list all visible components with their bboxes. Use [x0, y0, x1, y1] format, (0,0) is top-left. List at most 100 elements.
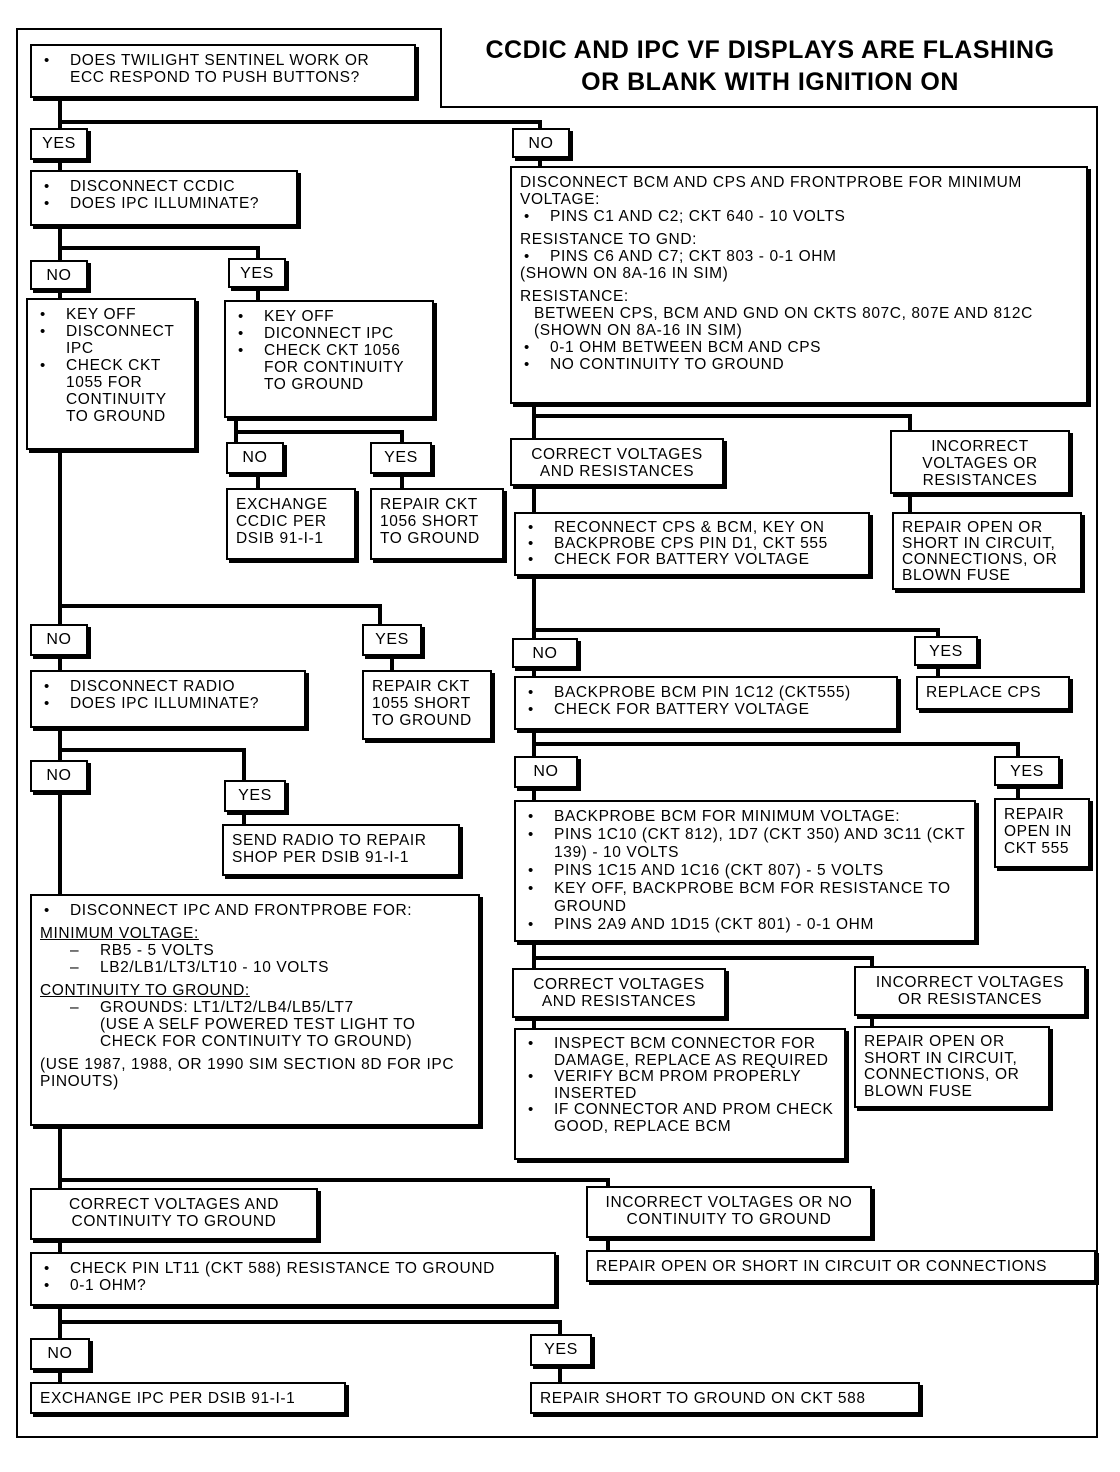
connector: [58, 98, 542, 130]
inspect-bcm-step: INSPECT BCM CONNECTOR FOR DAMAGE, REPLAC…: [514, 1028, 846, 1160]
step-item: BACKPROBE CPS PIN D1, CKT 555: [524, 536, 860, 553]
connector: [532, 942, 874, 966]
step-line: RESISTANCE TO GND:: [520, 231, 698, 248]
step-item: DISCONNECT IPC AND FRONTPROBE FOR:: [40, 902, 470, 919]
step-item: DISCONNECT RADIO: [40, 678, 296, 695]
repair-fuse-result: REPAIR OPEN OR SHORT IN CIRCUIT, CONNECT…: [892, 512, 1082, 590]
connector: [234, 418, 404, 442]
no-label: NO: [30, 260, 88, 290]
step-item: CHECK PIN LT11 (CKT 588) RESISTANCE TO G…: [40, 1260, 546, 1277]
step-item: NO CONTINUITY TO GROUND: [520, 356, 1078, 373]
yes-label: YES: [30, 128, 88, 160]
replace-cps-result: REPLACE CPS: [916, 676, 1070, 710]
no-label: NO: [512, 638, 578, 668]
yes-label: YES: [224, 780, 286, 812]
backprobe-1c12-step: BACKPROBE BCM PIN 1C12 (CKT555) CHECK FO…: [514, 676, 898, 730]
step-item: INSPECT BCM CONNECTOR FOR DAMAGE, REPLAC…: [524, 1035, 836, 1069]
step-item: DOES IPC ILLUMINATE?: [40, 695, 296, 712]
incorrect-continuity-label: INCORRECT VOLTAGES OR NO CONTINUITY TO G…: [586, 1186, 872, 1238]
step-item: CHECK FOR BATTERY VOLTAGE: [524, 701, 888, 718]
step-line: BETWEEN CPS, BCM AND GND ON CKTS 807C, 8…: [534, 305, 1033, 339]
step-item: PINS 1C15 AND 1C16 (CKT 807) - 5 VOLTS: [524, 862, 966, 880]
step-item: PINS 1C10 (CKT 812), 1D7 (CKT 350) AND 3…: [524, 826, 966, 862]
reconnect-step: RECONNECT CPS & BCM, KEY ON BACKPROBE CP…: [514, 512, 870, 576]
page-title: CCDIC AND IPC VF DISPLAYS ARE FLASHING O…: [440, 28, 1098, 108]
step-line: DISCONNECT BCM AND CPS AND FRONTPROBE FO…: [520, 174, 1022, 208]
no-label: NO: [514, 756, 578, 788]
connector: [58, 1126, 610, 1186]
correct-voltages-label: CORRECT VOLTAGES AND RESISTANCES: [510, 438, 724, 486]
no-label: NO: [226, 442, 284, 474]
correct-continuity-label: CORRECT VOLTAGES AND CONTINUITY TO GROUN…: [30, 1188, 318, 1240]
dash-item-note: (USE A SELF POWERED TEST LIGHT TO CHECK …: [100, 1016, 416, 1050]
step-line: RESISTANCE:: [520, 288, 629, 305]
connector: [532, 730, 1020, 756]
step-item: CHECK FOR BATTERY VOLTAGE: [524, 552, 860, 569]
yes-label: YES: [370, 442, 432, 474]
start-question: DOES TWILIGHT SENTINEL WORK OR ECC RESPO…: [30, 44, 416, 98]
start-question-text: DOES TWILIGHT SENTINEL WORK OR ECC RESPO…: [40, 52, 406, 86]
exchange-ccdic-result: EXCHANGE CCDIC PER DSIB 91-I-1: [226, 488, 356, 560]
no-label: NO: [30, 624, 88, 656]
key-off-1056-step: KEY OFF DICONNECT IPC CHECK CKT 1056 FOR…: [224, 300, 434, 418]
disconnect-ccdic-step: DISCONNECT CCDIC DOES IPC ILLUMINATE?: [30, 170, 298, 226]
title-line-1: CCDIC AND IPC VF DISPLAYS ARE FLASHING: [485, 36, 1055, 64]
incorrect-voltages-label: INCORRECT VOLTAGES OR RESISTANCES: [890, 430, 1070, 494]
step-item: DOES IPC ILLUMINATE?: [40, 195, 288, 212]
repair-555-result: REPAIR OPEN IN CKT 555: [994, 798, 1090, 868]
yes-label: YES: [228, 258, 286, 288]
step-item: DISCONNECT IPC: [36, 323, 186, 357]
step-item: PINS 2A9 AND 1D15 (CKT 801) - 0-1 OHM: [524, 916, 966, 934]
connector: [58, 728, 246, 780]
correct-voltages-label: CORRECT VOLTAGES AND RESISTANCES: [512, 968, 726, 1018]
bcm-min-voltage-step: BACKPROBE BCM FOR MINIMUM VOLTAGE: PINS …: [514, 800, 976, 942]
no-label: NO: [512, 128, 570, 158]
title-line-2: OR BLANK WITH IGNITION ON: [581, 68, 959, 96]
yes-label: YES: [994, 756, 1060, 786]
exchange-ipc-result: EXCHANGE IPC PER DSIB 91-I-1: [30, 1382, 346, 1414]
step-line: (SHOWN ON 8A-16 IN SIM): [520, 265, 729, 282]
step-item: BACKPROBE BCM FOR MINIMUM VOLTAGE:: [524, 808, 966, 826]
dash-item: RB5 - 5 VOLTS: [40, 942, 470, 959]
step-item: RECONNECT CPS & BCM, KEY ON: [524, 520, 860, 537]
yes-label: YES: [362, 624, 422, 656]
repair-1055-result: REPAIR CKT 1055 SHORT TO GROUND: [362, 670, 492, 740]
connector: [58, 1306, 562, 1334]
no-label: NO: [30, 1338, 90, 1370]
repair-1056-result: REPAIR CKT 1056 SHORT TO GROUND: [370, 488, 504, 560]
step-item: KEY OFF: [234, 308, 424, 325]
ipc-frontprobe-step: DISCONNECT IPC AND FRONTPROBE FOR: MINIM…: [30, 894, 480, 1126]
pinout-note: (USE 1987, 1988, OR 1990 SIM SECTION 8D …: [40, 1056, 455, 1090]
step-item: 0-1 OHM BETWEEN BCM AND CPS: [520, 339, 1078, 356]
step-item: KEY OFF: [36, 306, 186, 323]
step-item: KEY OFF, BACKPROBE BCM FOR RESISTANCE TO…: [524, 880, 966, 916]
step-item: PINS C1 AND C2; CKT 640 - 10 VOLTS: [520, 208, 1078, 225]
step-item: CHECK CKT 1056 FOR CONTINUITY TO GROUND: [234, 342, 424, 393]
step-item: DICONNECT IPC: [234, 325, 424, 342]
disconnect-radio-step: DISCONNECT RADIO DOES IPC ILLUMINATE?: [30, 670, 306, 728]
continuity-heading: CONTINUITY TO GROUND:: [40, 982, 250, 999]
step-item: DISCONNECT CCDIC: [40, 178, 288, 195]
step-item: BACKPROBE BCM PIN 1C12 (CKT555): [524, 684, 888, 701]
min-voltage-heading: MINIMUM VOLTAGE:: [40, 925, 199, 942]
repair-open-connections-result: REPAIR OPEN OR SHORT IN CIRCUIT OR CONNE…: [586, 1250, 1096, 1282]
incorrect-voltages-label: INCORRECT VOLTAGES OR RESISTANCES: [854, 966, 1086, 1016]
repair-fuse-result: REPAIR OPEN OR SHORT IN CIRCUIT, CONNECT…: [854, 1026, 1050, 1108]
connector: [60, 604, 382, 624]
connector: [58, 226, 260, 258]
send-radio-result: SEND RADIO TO REPAIR SHOP PER DSIB 91-I-…: [222, 824, 460, 876]
step-item: VERIFY BCM PROM PROPERLY INSERTED: [524, 1068, 836, 1102]
yes-label: YES: [530, 1334, 592, 1366]
dash-item: GROUNDS: LT1/LT2/LB4/LB5/LT7: [40, 999, 470, 1016]
connector: [532, 576, 940, 636]
no-label: NO: [30, 760, 88, 792]
step-item: IF CONNECTOR AND PROM CHECK GOOD, REPLAC…: [524, 1101, 836, 1135]
step-item: PINS C6 AND C7; CKT 803 - 0-1 OHM: [520, 248, 1078, 265]
yes-label: YES: [914, 636, 978, 666]
bcm-cps-check-step: DISCONNECT BCM AND CPS AND FRONTPROBE FO…: [510, 166, 1088, 404]
repair-588-result: REPAIR SHORT TO GROUND ON CKT 588: [530, 1382, 920, 1414]
dash-item: LB2/LB1/LT3/LT10 - 10 VOLTS: [40, 959, 470, 976]
step-item: CHECK CKT 1055 FOR CONTINUITY TO GROUND: [36, 357, 186, 425]
connector: [532, 404, 912, 430]
